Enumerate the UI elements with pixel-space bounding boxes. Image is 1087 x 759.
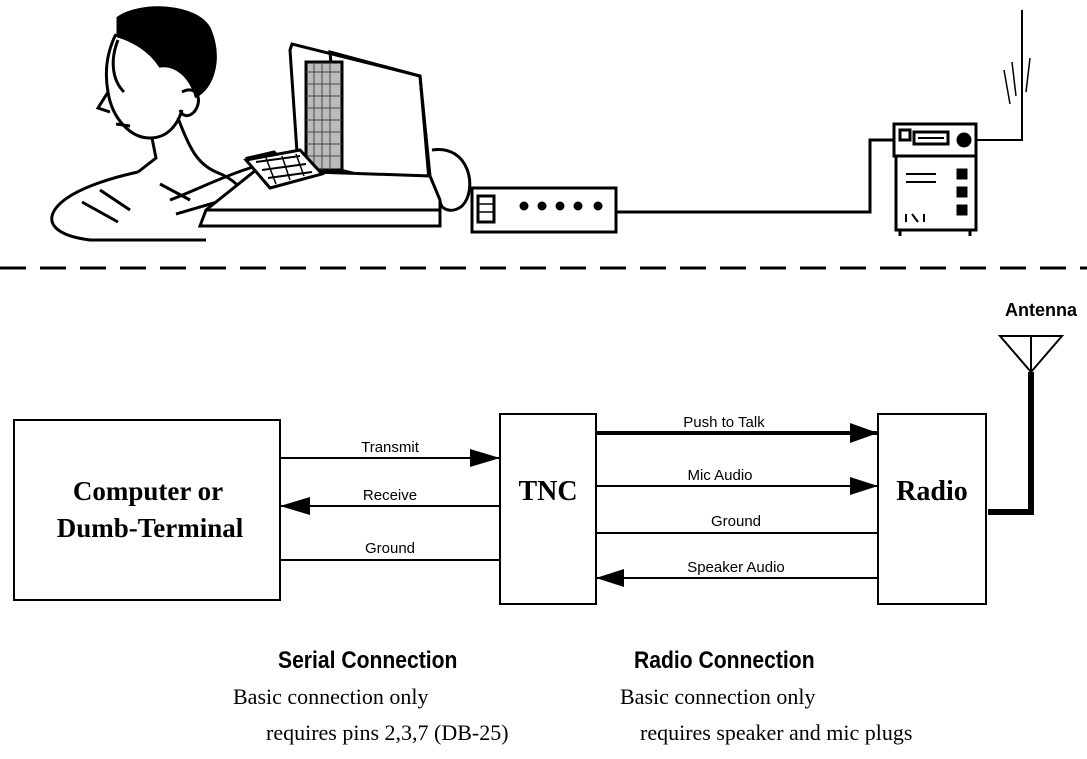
radio-caption-title: Radio Connection [634, 647, 815, 674]
transmit-label: Transmit [361, 439, 420, 456]
radio-lines [596, 431, 878, 579]
tnc-illustration [470, 186, 618, 234]
transmit-arrowhead [470, 449, 500, 467]
radio-box [877, 413, 987, 605]
speaker-audio-label: Speaker Audio [687, 559, 785, 576]
block-diagram: Antenna Computer or Dumb-Terminal TNC Ra… [13, 300, 1078, 605]
serial-lines [280, 457, 500, 561]
radio-label: Radio [896, 476, 968, 507]
tnc-box [499, 413, 597, 605]
computer-illustration [197, 42, 472, 228]
radio-illustration [892, 10, 1023, 236]
radio-caption-line1: Basic connection only [620, 684, 816, 709]
push-to-talk-arrowhead [850, 423, 878, 443]
antenna-label: Antenna [1005, 300, 1078, 320]
antenna-symbol [988, 335, 1065, 515]
receive-arrowhead [280, 497, 310, 515]
computer-box [13, 419, 281, 601]
receive-label: Receive [363, 487, 417, 504]
tnc-label: TNC [518, 476, 577, 507]
radio-ground-label: Ground [711, 513, 761, 530]
serial-caption-line2: requires pins 2,3,7 (DB-25) [266, 720, 509, 745]
push-to-talk-label: Push to Talk [683, 414, 765, 431]
speaker-audio-arrowhead [596, 569, 624, 587]
serial-caption-title: Serial Connection [278, 647, 457, 674]
mic-audio-label: Mic Audio [687, 467, 752, 484]
illustration [50, 6, 1031, 242]
tnc-radio-cable [616, 138, 894, 214]
computer-label-line1: Computer or [73, 476, 223, 506]
mic-audio-arrowhead [850, 477, 878, 495]
captions: Serial Connection Basic connection only … [233, 647, 912, 745]
serial-ground-label: Ground [365, 540, 415, 557]
serial-caption-line1: Basic connection only [233, 684, 429, 709]
computer-label-line2: Dumb-Terminal [57, 513, 244, 543]
radio-caption-line2: requires speaker and mic plugs [640, 720, 912, 745]
antenna-illustration [1003, 10, 1031, 105]
